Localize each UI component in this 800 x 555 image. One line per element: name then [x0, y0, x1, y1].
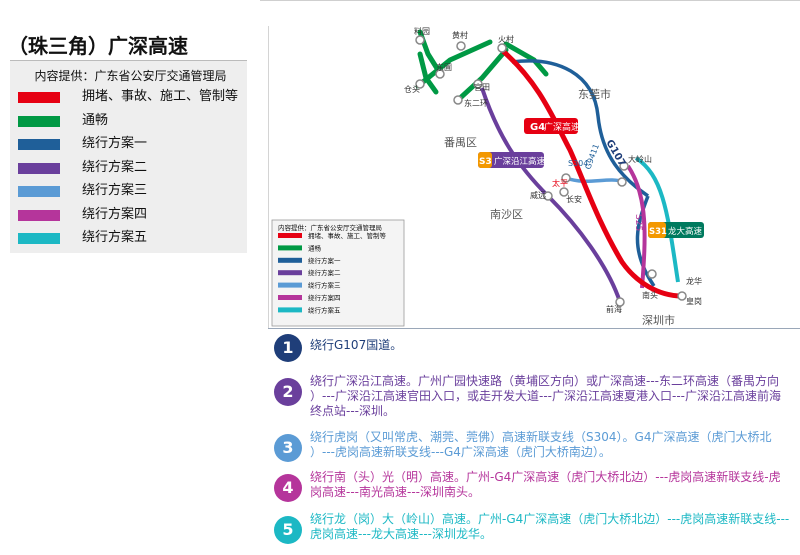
inset-legend-label: 绕行方案五 [308, 305, 341, 314]
place-panyu: 番禺区 [444, 136, 477, 149]
place-guantian: 官田 [474, 82, 490, 92]
inset-legend-label: 绕行方案二 [308, 268, 341, 277]
plan1-road [511, 59, 649, 198]
inset-legend-swatch [278, 307, 302, 313]
legend-swatch [18, 139, 60, 150]
plan-number-badge: 1 [274, 334, 302, 362]
plan5-road [634, 156, 680, 283]
inset-legend-swatch [278, 295, 302, 300]
legend-panel: 内容提供：广东省公安厅交通管理局 拥堵、事故、施工、管制等通畅绕行方案一绕行方案… [10, 60, 247, 253]
shield-g4-name: 广深高速 [544, 121, 580, 133]
plan-number-badge: 3 [274, 434, 302, 462]
place-huocun: 火村 [498, 34, 514, 44]
inset-legend-label: 通畅 [308, 243, 322, 252]
inset-legend-swatch [278, 245, 302, 251]
legend-item: 绕行方案五 [18, 228, 243, 248]
plan-description: 绕行虎岗（又叫常虎、潮莞、莞佛）高速新联支线（S304）。G4广深高速（虎门大桥… [310, 430, 772, 459]
legend-item: 绕行方案一 [18, 134, 243, 154]
legend-item: 绕行方案四 [18, 205, 243, 225]
place-dalingshan: 大岭山 [628, 154, 652, 164]
shield-g4-code: G4 [530, 122, 545, 133]
legend-label: 通畅 [82, 112, 109, 128]
legend-swatch [18, 209, 60, 221]
plan3-road [565, 176, 625, 184]
place-taiping: 太平 [552, 178, 568, 188]
inset-legend-header: 内容提供：广东省公安厅交通管理局 [278, 223, 382, 232]
place-gangang: 皇岗 [686, 296, 702, 306]
shield-s3-code: S3 [479, 157, 492, 167]
plan-description: 绕行龙（岗）大（岭山）高速。广州-G4广深高速（虎门大桥北边）---虎岗高速新联… [310, 512, 790, 541]
legend-label: 绕行方案四 [82, 206, 148, 222]
place-nantou: 南头 [642, 290, 658, 300]
inset-legend: 内容提供：广东省公安厅交通管理局 拥堵、事故、施工、管制等通畅绕行方案一绕行方案… [271, 219, 405, 327]
shield-s3: S3 广深沿江高速 [478, 152, 546, 168]
legend-item: 绕行方案三 [18, 181, 243, 201]
route-map-svg: G4 广深高速 S3 广深沿江高速 S31 龙大高速 G107 S304 G94… [271, 26, 704, 327]
inset-legend-label: 拥堵、事故、施工、管制等 [308, 231, 387, 240]
green-road-cangtou [415, 39, 493, 89]
shield-s31: S31 龙大高速 [648, 222, 704, 238]
inset-legend-swatch [278, 233, 302, 238]
inset-legend-swatch [278, 282, 302, 288]
inset-legend-swatch [278, 270, 302, 276]
map-left-border [268, 26, 269, 328]
top-divider [260, 0, 800, 1]
place-changan: 长安 [566, 194, 582, 204]
place-dongerhuan: 东二环 [464, 98, 488, 108]
inset-legend-label: 绕行方案四 [308, 293, 341, 302]
map-nodes [415, 35, 687, 307]
place-shenzhen: 深圳市 [642, 313, 675, 327]
legend-swatch [18, 233, 60, 244]
legend-label: 绕行方案二 [82, 159, 148, 175]
plan-description: 绕行G107国道。 [310, 338, 403, 352]
shield-s31-name: 龙大高速 [668, 226, 703, 237]
legend-swatch [18, 162, 60, 174]
shield-g4: G4 广深高速 [524, 118, 580, 134]
shield-s31-code: S31 [649, 227, 667, 237]
shield-s3-name: 广深沿江高速 [494, 156, 546, 167]
plan-number-badge: 4 [274, 474, 302, 502]
plan-description: 绕行广深沿江高速。广州广园快速路（黄埔区方向）或广深高速---东二环高速（番禺方… [310, 374, 781, 418]
plan-description: 绕行南（头）光（明）高速。广州-G4广深高速（虎门大桥北边）---虎岗高速新联支… [310, 470, 781, 499]
page-title: （珠三角）广深高速 [8, 34, 188, 58]
inset-legend-swatch [278, 257, 302, 263]
plan1-road-south [635, 195, 656, 287]
legend-swatch [18, 92, 60, 103]
inset-legend-label: 绕行方案一 [308, 256, 341, 265]
place-liaoyuan: 料园 [414, 26, 430, 36]
label-s25: S25 [633, 214, 643, 231]
legend-item: 拥堵、事故、施工、管制等 [18, 87, 243, 107]
place-dongguan: 东圃 [436, 62, 452, 72]
green-road-dongerhuan [455, 47, 509, 103]
legend-item: 绕行方案二 [18, 158, 243, 178]
plan4-road [626, 164, 647, 289]
legend-swatch [18, 186, 60, 197]
place-dongguan-city: 东莞市 [578, 87, 611, 101]
legend-swatch [18, 115, 60, 127]
legend-label: 拥堵、事故、施工、管制等 [82, 89, 239, 104]
place-nansha: 南沙区 [490, 208, 523, 221]
legend-header: 内容提供：广东省公安厅交通管理局 [34, 69, 227, 83]
map-bottom-border [268, 328, 800, 329]
label-s304: S304 [568, 159, 588, 168]
legend-label: 绕行方案三 [82, 183, 148, 198]
legend-label: 绕行方案一 [82, 136, 148, 151]
plan-number-badge: 5 [274, 516, 302, 544]
legend-item: 通畅 [18, 111, 243, 131]
place-weiyuan: 威远 [530, 190, 546, 200]
congested-g4 [501, 49, 685, 299]
route-map: G4 广深高速 S3 广深沿江高速 S31 龙大高速 G107 S304 G94… [268, 26, 800, 330]
inset-legend-label: 绕行方案三 [308, 281, 341, 290]
place-huangcun: 黄村 [452, 30, 468, 40]
place-qianhai: 前海 [606, 304, 622, 314]
place-cangtou: 仓头 [404, 84, 420, 94]
detour-plans: 1 绕行G107国道。 2 绕行广深沿江高速。广州广园快速路（黄埔区方向）或广深高速-… [268, 334, 800, 555]
legend-label: 绕行方案五 [82, 230, 148, 245]
label-g9411: G9411 [583, 143, 601, 171]
place-longhua: 龙华 [686, 276, 702, 286]
plan-number-badge: 2 [274, 378, 302, 406]
